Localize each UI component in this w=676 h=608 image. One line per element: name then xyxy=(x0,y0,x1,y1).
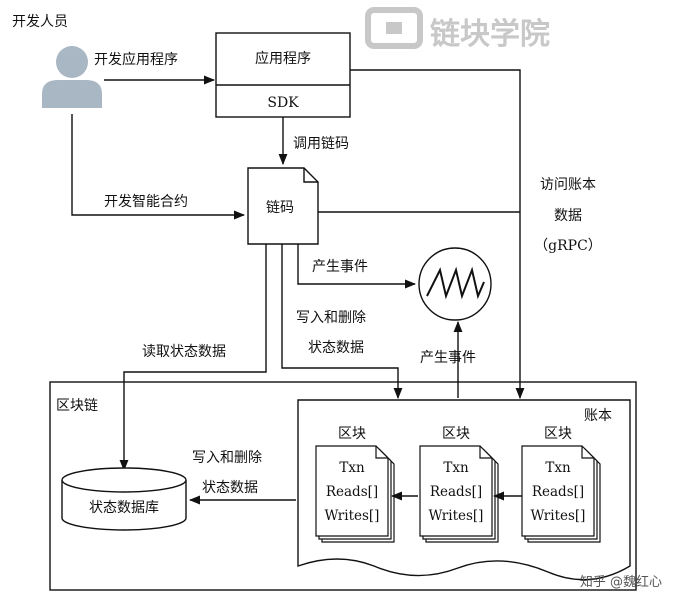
block-page-fold xyxy=(479,446,492,459)
state-db-label: 状态数据库 xyxy=(89,500,159,516)
edge-develop-contract-label: 开发智能合约 xyxy=(104,194,188,210)
developer-label: 开发人员 xyxy=(12,14,68,30)
block-field: Writes[] xyxy=(325,508,380,524)
edge-write-delete-label-1: 写入和删除 xyxy=(296,310,366,326)
sdk-label: SDK xyxy=(267,95,299,111)
ledger-label: 账本 xyxy=(584,408,612,424)
block-title: 区块 xyxy=(338,426,366,442)
edge-ledger-write-delete-label-1: 写入和删除 xyxy=(192,450,262,466)
watermark-credit: 知乎 @魏红心 xyxy=(580,574,662,590)
edge-develop-app-label: 开发应用程序 xyxy=(94,51,178,68)
edge-access-ledger-label-2: 数据 xyxy=(554,208,582,224)
edge-invoke-chaincode-label: 调用链码 xyxy=(293,136,349,152)
chaincode-label: 链码 xyxy=(266,200,294,216)
event-icon xyxy=(418,247,492,321)
block-page xyxy=(521,445,595,537)
watermark-logo: 链块学院 xyxy=(365,7,550,52)
edge-ledger-write-delete-label-2: 状态数据 xyxy=(202,480,258,496)
block-field: Writes[] xyxy=(429,508,484,524)
edge-write-delete-label-2: 状态数据 xyxy=(308,340,364,356)
edge-write-delete xyxy=(281,244,403,400)
block-field: Reads[] xyxy=(532,484,584,500)
edge-read-state xyxy=(119,244,267,472)
edge-emit-event-label: 产生事件 xyxy=(312,259,368,275)
edge-access-ledger-label-3: （gRPC） xyxy=(534,238,602,254)
person-icon xyxy=(42,46,102,108)
watermark-logo-icon xyxy=(365,7,423,49)
watermark-logo-icon-inner xyxy=(386,22,402,34)
block-field: Txn xyxy=(339,460,365,476)
block-field: Reads[] xyxy=(326,484,378,500)
block-page-fold xyxy=(375,446,388,459)
block-field: Reads[] xyxy=(430,484,482,500)
edge-ledger-emit-event-label: 产生事件 xyxy=(420,350,476,366)
application-title: 应用程序 xyxy=(255,50,311,67)
edge-emit-event xyxy=(297,244,417,289)
edge-access-ledger-label-1: 访问账本 xyxy=(540,177,596,193)
watermark-logo-text: 链块学院 xyxy=(430,17,550,52)
blockchain-label: 区块链 xyxy=(56,398,98,414)
block-field: Writes[] xyxy=(531,508,586,524)
edge-read-state-label: 读取状态数据 xyxy=(142,343,226,360)
block-title: 区块 xyxy=(442,426,470,442)
block-title: 区块 xyxy=(544,426,572,442)
edge-access-ledger xyxy=(350,69,525,400)
chaincode-document xyxy=(247,167,319,245)
block-page xyxy=(419,445,493,537)
block-field: Txn xyxy=(545,460,571,476)
block-page xyxy=(315,445,389,537)
block-page-fold xyxy=(581,446,594,459)
edge-develop-contract xyxy=(71,114,246,220)
block-field: Txn xyxy=(443,460,469,476)
state-database-cylinder xyxy=(61,467,187,531)
blockchain-container xyxy=(49,381,637,591)
